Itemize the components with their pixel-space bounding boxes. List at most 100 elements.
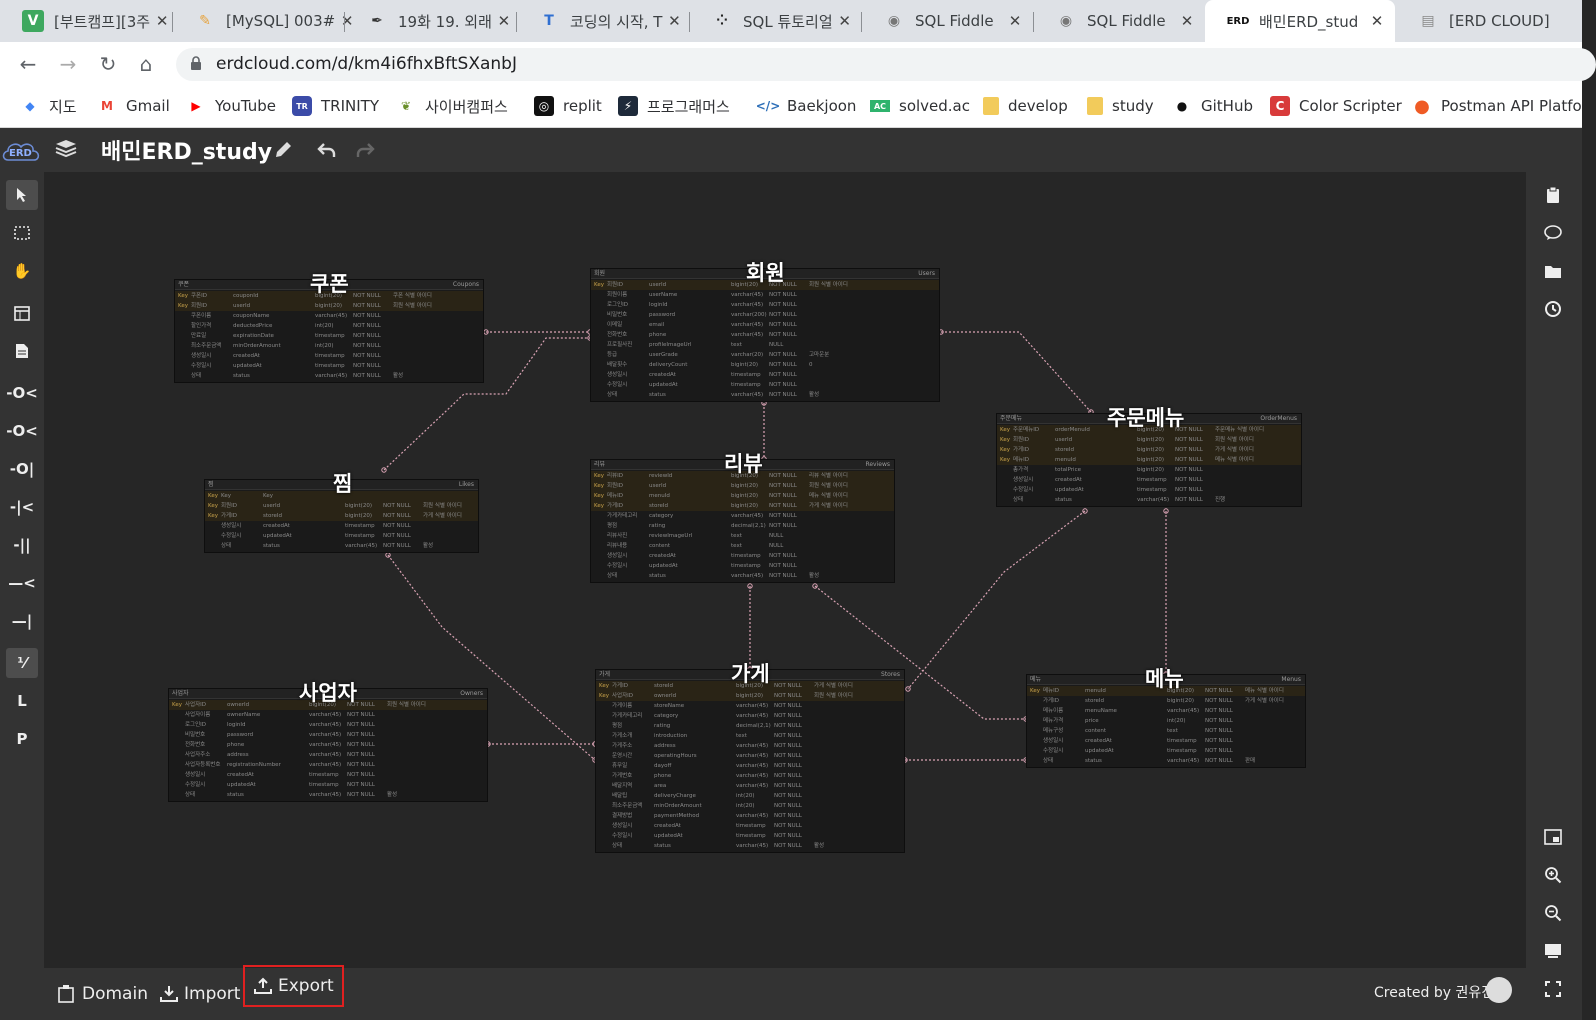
hand-pan-icon[interactable]: ✋ (12, 262, 32, 280)
tab-close-icon[interactable]: ✕ (1370, 12, 1384, 30)
history-icon[interactable] (1538, 294, 1568, 324)
relation-one-many-icon[interactable]: -|< (9, 498, 35, 516)
bookmark-item[interactable]: ◆지도 (20, 94, 76, 118)
browser-tab[interactable]: ✒19화 19. 외래✕ (344, 0, 516, 42)
address-bar[interactable]: erdcloud.com/d/km4i6fhxBftSXanbJ (176, 48, 1596, 81)
tab-close-icon[interactable]: ✕ (838, 12, 851, 30)
browser-tab[interactable]: V[부트캠프][3주✕ (0, 0, 172, 42)
address-bar-url[interactable]: erdcloud.com/d/km4i6fhxBftSXanbJ (216, 54, 517, 74)
comment-icon[interactable] (1538, 218, 1568, 248)
domain-button[interactable]: Domain (56, 976, 148, 1012)
relation-one-one-icon[interactable]: -|| (13, 536, 31, 554)
avatar[interactable] (1486, 977, 1512, 1003)
select-pointer-icon[interactable] (6, 180, 38, 210)
browser-tab[interactable]: ◉SQL Fiddle✕ (861, 0, 1033, 42)
diagram-title[interactable]: 배민ERD_study (101, 140, 273, 165)
export-button[interactable]: Export (243, 965, 344, 1007)
import-button[interactable]: Import (158, 976, 240, 1012)
fullscreen-icon[interactable] (1538, 974, 1568, 1004)
browser-tab[interactable]: ⁘SQL 튜토리얼✕ (689, 0, 861, 42)
area-select-icon[interactable] (6, 218, 38, 248)
undo-icon[interactable] (316, 139, 338, 161)
physical-view-icon[interactable]: P (16, 730, 28, 748)
hamburger-book-icon[interactable] (54, 138, 78, 160)
minimap-icon[interactable] (1538, 822, 1568, 852)
relation-one-icon[interactable]: —| (11, 612, 33, 630)
tab-close-icon[interactable]: ✕ (1180, 12, 1194, 30)
browser-tab[interactable]: ✎[MySQL] 003#✕ (172, 0, 353, 42)
clipboard-icon[interactable] (1538, 180, 1568, 210)
relation-identifying-toggle-icon[interactable]: ⅟ (6, 648, 38, 678)
bookmark-item[interactable]: ❦사이버캠퍼스 (396, 94, 508, 118)
relationship-line[interactable] (383, 337, 590, 471)
relationship-line[interactable] (907, 510, 1086, 690)
relation-zero-one-many-icon[interactable]: -O< (6, 422, 38, 440)
relation-many-icon[interactable]: —< (8, 574, 36, 592)
erdcloud-logo[interactable]: ERD (0, 138, 46, 164)
bookmark-item[interactable]: ⚡프로그래머스 (618, 94, 730, 118)
relation-zero-one-icon[interactable]: -O| (9, 460, 35, 478)
zoom-in-icon[interactable] (1538, 860, 1568, 890)
back-icon[interactable]: ← (19, 52, 37, 76)
relation-zero-many-icon[interactable]: -O< (6, 384, 38, 402)
table-add-icon[interactable] (6, 298, 38, 328)
